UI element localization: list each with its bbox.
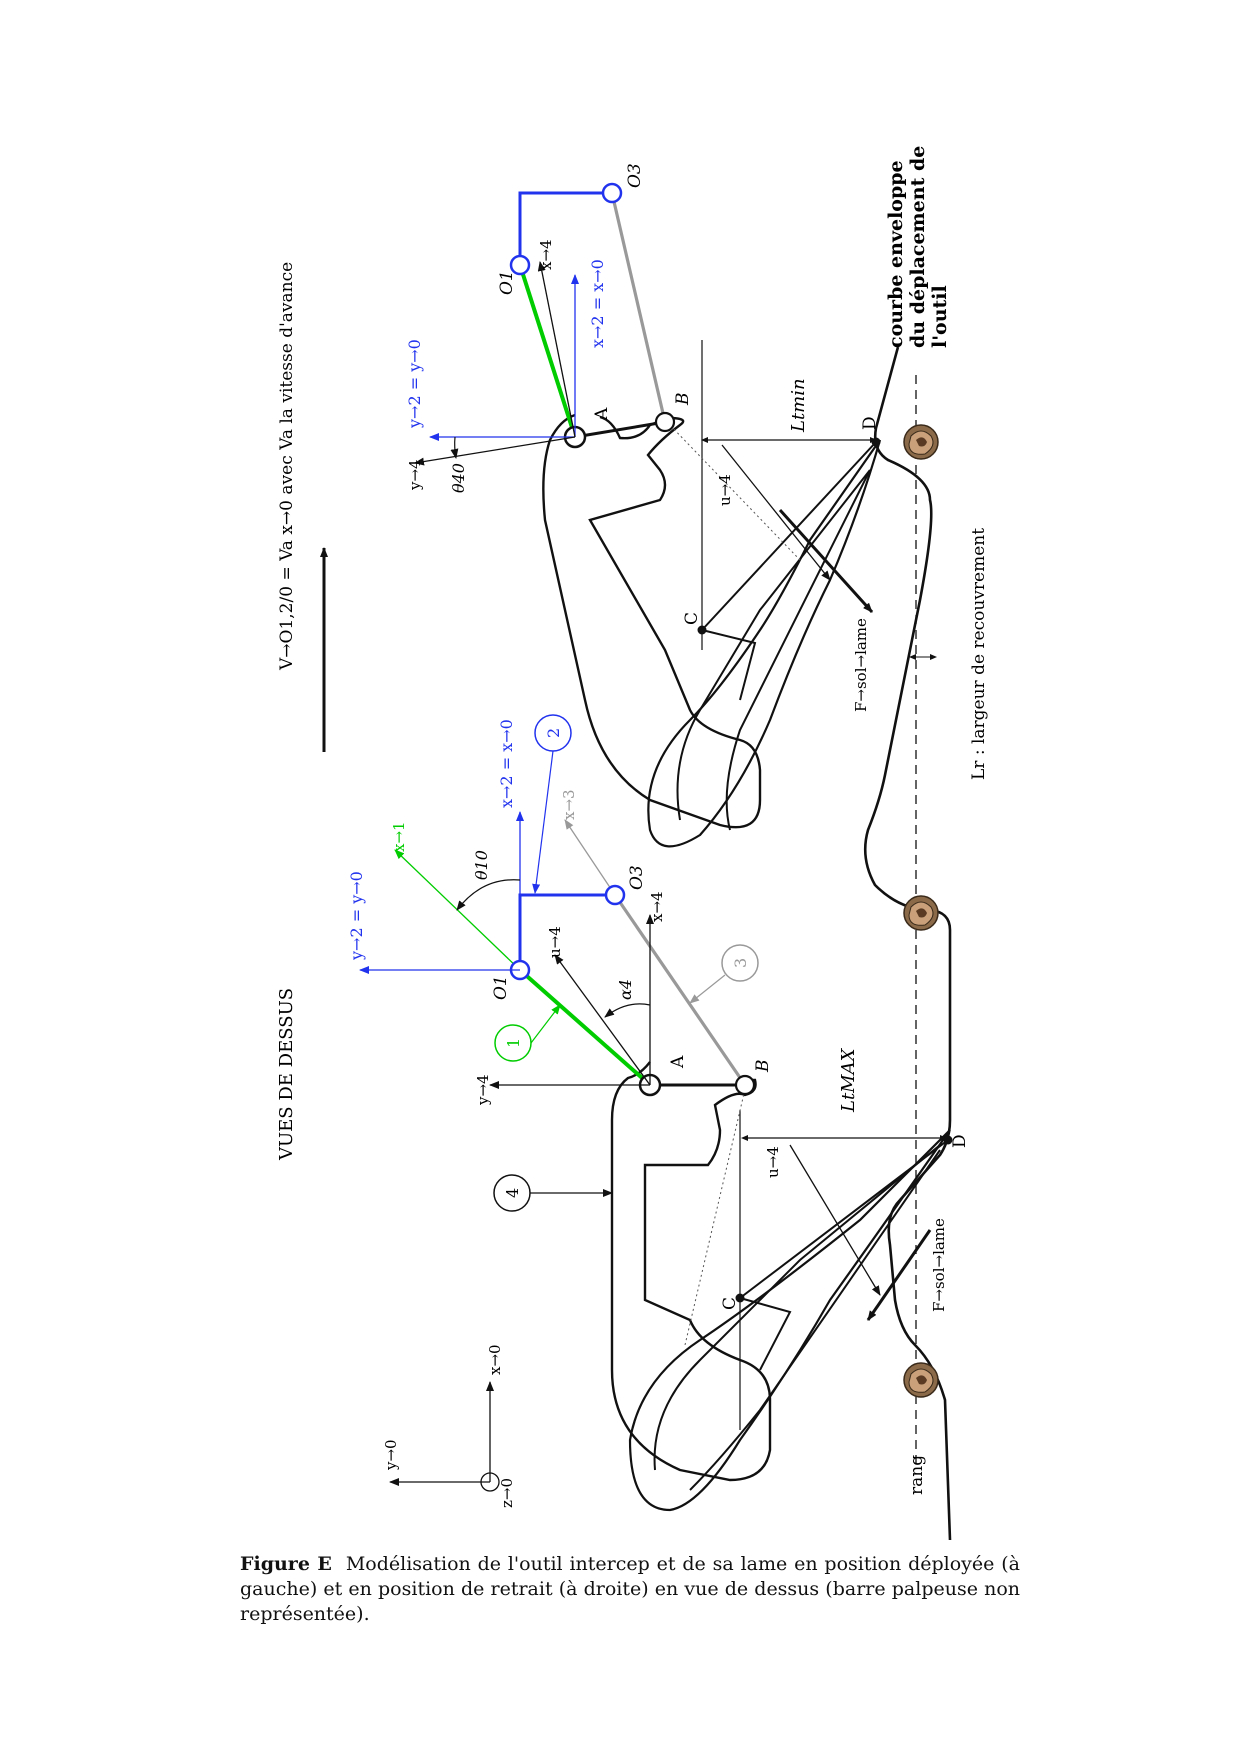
- left-alpha4-label: α4: [616, 979, 635, 1000]
- left-theta10-arc: [456, 879, 521, 911]
- part-3-label: 3: [731, 958, 750, 968]
- right-force-vector: [778, 508, 874, 614]
- left-label-y4: y→4: [474, 1074, 492, 1106]
- right-lt-label: Ltmin: [788, 378, 809, 433]
- envelope-curve: [863, 346, 952, 1541]
- part-2-label: 2: [544, 728, 563, 738]
- left-force-vector: [866, 1229, 932, 1321]
- right-label-c: C: [682, 612, 702, 625]
- right-label-d: D: [860, 416, 880, 430]
- right-pivot-o3: [601, 182, 623, 204]
- rose-plant-1: [903, 424, 939, 460]
- envelope-label-line2: du déplacement de: [907, 146, 929, 348]
- part-3-callout: [721, 944, 759, 982]
- left-pivot-o3: [604, 884, 626, 906]
- rose-plant-2: [903, 895, 939, 931]
- left-point-c: [735, 1293, 745, 1303]
- left-label-x1: x→1: [390, 821, 408, 852]
- left-label-b: B: [753, 1060, 773, 1074]
- rose-plant-3: [903, 1362, 939, 1398]
- left-label-o1: O1: [491, 975, 511, 1000]
- right-link-blue: [518, 191, 612, 265]
- left-u4b-label: u→4: [764, 1146, 782, 1178]
- right-arm-c: [701, 629, 757, 701]
- left-label-x2: x→2 = x→0: [497, 719, 516, 808]
- right-label-o1: O1: [497, 270, 517, 295]
- left-blade-edge: [689, 1149, 941, 1491]
- right-pivot-b: [654, 411, 676, 433]
- right-point-d: [871, 437, 881, 447]
- left-label-o3: O3: [627, 865, 647, 890]
- part-1-label: 1: [504, 1038, 523, 1048]
- left-tool-body: [610, 1061, 772, 1482]
- right-tool: Ltmin F→sol→lame u→4 θ40 A B O1 O3 C D x…: [405, 163, 882, 848]
- right-label-x2: x→2 = x→0: [588, 259, 607, 348]
- right-label-b: B: [673, 393, 693, 407]
- right-arm-cd: [701, 441, 877, 631]
- left-label-u4: u→4: [546, 926, 564, 958]
- frame-z0-label: z→0: [498, 1478, 516, 1508]
- left-label-x4: x→4: [648, 891, 666, 922]
- right-label-o3: O3: [625, 163, 645, 188]
- left-alpha4-arc: [604, 1003, 651, 1018]
- right-point-c: [697, 625, 707, 635]
- right-link-ab: [574, 420, 666, 439]
- right-force-label: F→sol→lame: [852, 618, 870, 712]
- caption-label: Figure E: [240, 1553, 332, 1575]
- right-link-grey: [610, 192, 667, 423]
- left-u4-vector: [554, 954, 651, 1086]
- part-1-leader: [530, 1004, 561, 1044]
- view-title: VUES DE DESSUS: [276, 988, 297, 1161]
- frame-y0-label: y→0: [382, 1439, 400, 1471]
- part-2-leader: [532, 750, 554, 894]
- left-label-d: D: [950, 1134, 970, 1148]
- left-arm-c: [739, 1297, 792, 1371]
- left-link-grey: [613, 894, 747, 1086]
- left-arm-cd: [739, 1139, 949, 1299]
- frame-x0-label: x→0: [486, 1344, 504, 1375]
- left-blade-inner: [653, 1144, 941, 1471]
- part-3-leader: [689, 974, 726, 1004]
- right-label-y2: y→2 = y→0: [405, 339, 424, 429]
- left-label-c: C: [720, 1297, 740, 1310]
- overlap-label: Lr : largeur de recouvrement: [969, 528, 989, 780]
- envelope-label-line1: courbe enveloppe: [885, 160, 907, 348]
- right-label-y4: y→4: [406, 459, 424, 491]
- left-link-x3: [564, 819, 616, 896]
- right-blade-edge: [725, 469, 871, 831]
- left-blade: [628, 1129, 951, 1512]
- right-link-green: [518, 264, 577, 438]
- right-label-x4: x→4: [537, 239, 555, 270]
- envelope-label-line3: l'outil: [929, 285, 951, 348]
- left-u4b-vector: [789, 1144, 881, 1296]
- speed-label: V→O1,2/0 = Va x→0 avec Va la vitesse d'a…: [277, 262, 297, 671]
- row-label: rang: [907, 1455, 927, 1495]
- global-frame: x→0 y→0 z→0: [382, 1344, 516, 1508]
- left-point-d: [943, 1135, 953, 1145]
- left-label-x3: x→3: [560, 789, 578, 820]
- left-theta10-label: θ10: [472, 850, 491, 880]
- left-label-a: A: [668, 1055, 688, 1069]
- part-4-label: 4: [503, 1188, 522, 1198]
- left-force-label: F→sol→lame: [930, 1218, 948, 1312]
- right-y4-vector: [414, 436, 576, 466]
- right-theta40-label: θ40: [449, 463, 468, 493]
- left-label-y2: y→2 = y→0: [347, 871, 366, 961]
- left-link-green: [518, 968, 652, 1087]
- right-theta40-arc: [450, 436, 459, 459]
- left-lt-label: LtMAX: [838, 1047, 859, 1113]
- caption-text: Modélisation de l'outil intercep et de s…: [240, 1553, 1020, 1625]
- left-tool: LtMAX F→sol→lame u→4 θ10 α4 A B: [347, 714, 970, 1512]
- right-x4-vector: [537, 261, 576, 438]
- right-u4-label: u→4: [716, 474, 734, 506]
- left-pivot-b: [734, 1074, 756, 1096]
- right-blade-inner: [676, 469, 871, 821]
- right-dotted: [666, 421, 801, 561]
- right-pivot-o1: [509, 254, 531, 276]
- left-link-blue: [518, 893, 615, 970]
- right-label-a: A: [592, 407, 612, 421]
- right-u4-vector: [721, 444, 831, 581]
